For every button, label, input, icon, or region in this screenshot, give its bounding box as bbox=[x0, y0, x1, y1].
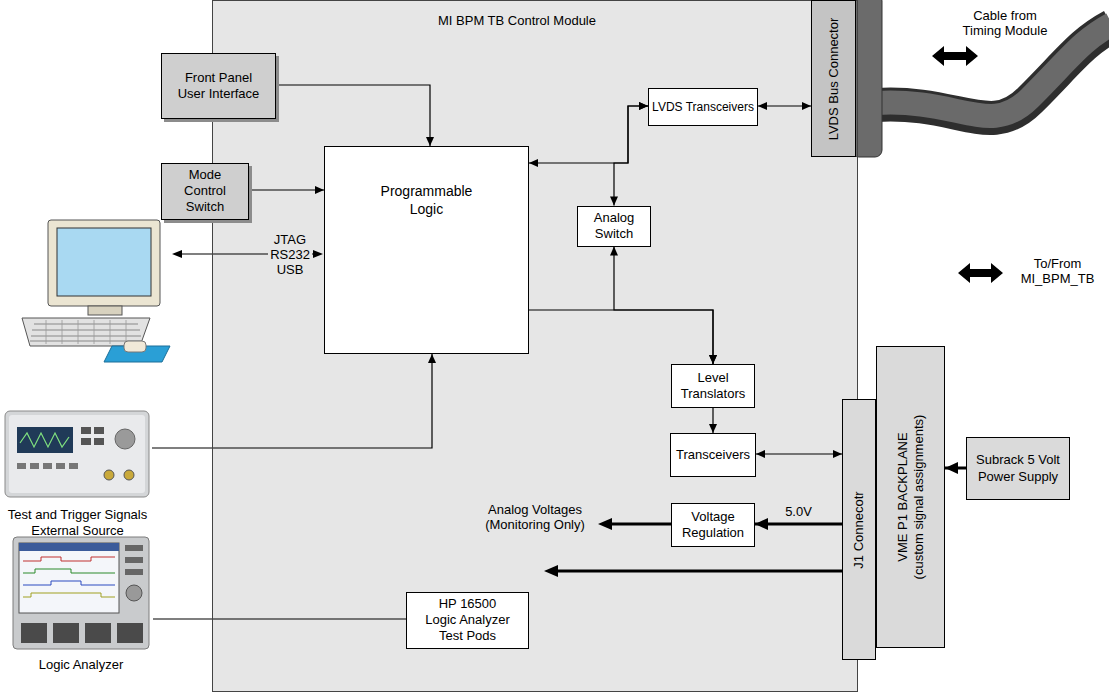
connector-line bbox=[153, 618, 406, 619]
node-text: Programmable Logic bbox=[372, 183, 482, 218]
arrowhead bbox=[426, 137, 434, 146]
connector-line bbox=[755, 523, 842, 526]
connector bbox=[945, 462, 966, 474]
connector bbox=[529, 102, 648, 167]
node-text: VME P1 BACKPLANE (custom signal assignme… bbox=[894, 411, 927, 583]
timing-cable bbox=[852, 0, 1109, 157]
node-text: Front Panel User Interface bbox=[173, 70, 265, 103]
arrowhead bbox=[610, 197, 618, 206]
arrowhead bbox=[709, 355, 717, 364]
j1-connector: J1 Connecotr bbox=[842, 399, 876, 660]
logic-analyzer: Logic Analyzer bbox=[8, 535, 153, 685]
arrowhead bbox=[758, 102, 767, 110]
node-text: Voltage Regulation bbox=[677, 509, 749, 542]
connector-line bbox=[529, 106, 648, 163]
connector-line bbox=[152, 354, 432, 448]
arrowhead bbox=[639, 102, 648, 110]
lvds-connector: LVDS Bus Connector bbox=[811, 0, 856, 157]
connector-line bbox=[614, 106, 648, 206]
edge-label: 5.0V bbox=[777, 504, 821, 519]
equipment-picture bbox=[11, 535, 151, 653]
connector bbox=[529, 310, 717, 364]
node-text: Analog Switch bbox=[586, 210, 642, 243]
connector-line bbox=[756, 453, 842, 454]
connector bbox=[610, 247, 717, 365]
analog-switch-box: Analog Switch bbox=[577, 206, 651, 247]
node-text: Mode Control Switch bbox=[177, 167, 233, 216]
node-text: Logic Analyzer bbox=[11, 657, 151, 673]
connector-line bbox=[529, 310, 713, 364]
node-text: J1 Connecotr bbox=[851, 430, 867, 630]
node-text: Level Translators bbox=[677, 370, 749, 403]
arrowhead bbox=[755, 518, 768, 530]
arrowhead bbox=[709, 355, 717, 364]
connector bbox=[249, 186, 324, 194]
connector bbox=[758, 102, 811, 110]
equipment-picture bbox=[3, 403, 151, 503]
arrowhead bbox=[315, 186, 324, 194]
signal-generator: Test and Trigger Signals External Source bbox=[2, 403, 152, 545]
node-text: HP 16500 Logic Analyzer Test Pods bbox=[424, 596, 512, 645]
connector bbox=[755, 518, 842, 530]
computer-illustration bbox=[22, 220, 170, 362]
vme-backplane: VME P1 BACKPLANE (custom signal assignme… bbox=[876, 346, 945, 648]
connector-line bbox=[249, 189, 324, 190]
node-text: MI BPM TB Control Module bbox=[438, 13, 596, 29]
node-text: Test and Trigger Signals External Source bbox=[7, 507, 148, 540]
connector bbox=[709, 408, 717, 433]
front-panel-box: Front Panel User Interface bbox=[161, 53, 276, 119]
voltage-regulation-box: Voltage Regulation bbox=[671, 503, 755, 547]
test-pod-box: HP 16500 Logic Analyzer Test Pods bbox=[406, 592, 529, 649]
connector bbox=[276, 85, 434, 146]
node-text: Subrack 5 Volt Power Supply bbox=[972, 452, 1064, 485]
connector bbox=[153, 619, 406, 620]
node-text: LVDS Transceivers bbox=[652, 100, 754, 115]
arrowhead bbox=[833, 450, 842, 458]
bidirectional-arrow bbox=[932, 46, 978, 66]
annotation-label: JTAG bbox=[268, 232, 312, 247]
connector bbox=[152, 354, 436, 448]
annotation-label: To/From MI_BPM_TB bbox=[1010, 256, 1105, 286]
arrowhead bbox=[709, 424, 717, 433]
level-translator-box: Level Translators bbox=[671, 364, 755, 408]
transceiver-box: Transceivers bbox=[670, 433, 756, 477]
connector-line bbox=[614, 247, 713, 365]
arrowhead bbox=[756, 450, 765, 458]
power-out-arrow bbox=[598, 518, 672, 530]
arrowhead bbox=[529, 159, 538, 167]
node-text: Transceivers bbox=[676, 447, 750, 463]
lvds-transceiver-box: LVDS Transceivers bbox=[648, 88, 758, 126]
programmable-logic-box: Programmable Logic bbox=[324, 146, 529, 354]
power-supply-box: Subrack 5 Volt Power Supply bbox=[966, 437, 1070, 500]
analog-voltages-arrow bbox=[544, 565, 842, 577]
arrowhead bbox=[639, 102, 648, 110]
arrowhead bbox=[802, 102, 811, 110]
bidirectional-arrow bbox=[958, 263, 1003, 283]
connector-line bbox=[276, 85, 430, 146]
annotation-label: USB bbox=[268, 262, 312, 277]
annotation-label: Analog Voltages (Monitoring Only) bbox=[475, 502, 595, 532]
control-module: MI BPM TB Control ModuleFront Panel User… bbox=[212, 0, 858, 692]
module-ground bbox=[212, 0, 858, 692]
annotation-label: RS232 bbox=[268, 247, 312, 262]
arrowhead bbox=[945, 462, 958, 474]
connector bbox=[610, 102, 648, 206]
arrowhead bbox=[610, 247, 618, 256]
mode-switch-box: Mode Control Switch bbox=[161, 163, 249, 220]
arrowhead bbox=[428, 354, 436, 363]
connector bbox=[756, 450, 842, 458]
node-text: LVDS Bus Connector bbox=[825, 4, 841, 154]
annotation-label: Cable from Timing Module bbox=[955, 8, 1055, 38]
